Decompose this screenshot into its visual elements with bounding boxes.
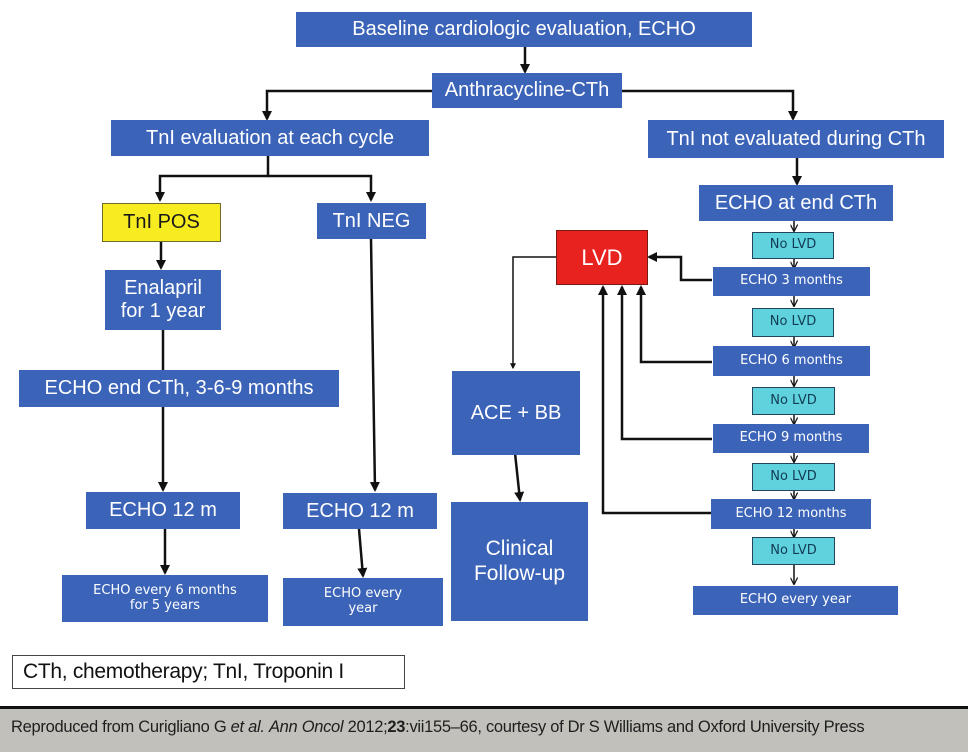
edge-anthracycline-tni-eval [262, 89, 432, 121]
node-echo-end-cth: ECHO at end CTh [699, 185, 893, 221]
connectors [155, 47, 802, 706]
edge-echo12-lvd [598, 285, 712, 515]
edge-tni-eval-split [155, 156, 270, 202]
node-no-lvd-3: No LVD [752, 387, 835, 415]
node-echo-every-year-neg: ECHO every year [283, 578, 443, 626]
legend-text: CTh, chemotherapy; TnI, Troponin I [23, 660, 344, 683]
node-no-lvd-4: No LVD [752, 463, 835, 491]
edge-neg-echo12 [369, 238, 380, 492]
citation-rest: :vii155–66, courtesy of Dr S Williams an… [405, 718, 865, 736]
node-baseline-evaluation: Baseline cardiologic evaluation, ECHO [296, 12, 752, 47]
node-echo-end-cth-369: ECHO end CTh, 3-6-9 months [19, 370, 339, 407]
abbreviation-legend: CTh, chemotherapy; TnI, Troponin I [12, 655, 405, 689]
citation-etal: et al. [230, 718, 265, 736]
node-tni-evaluation: TnI evaluation at each cycle [111, 120, 429, 156]
edge-ace-followup [513, 452, 525, 502]
citation-footer: Reproduced from Curigliano G et al. Ann … [0, 706, 968, 752]
edge-echo6-lvd [636, 285, 712, 364]
node-echo-6-months: ECHO 6 months [713, 346, 870, 376]
node-tni-pos: TnI POS [102, 203, 221, 242]
edge-echo12neg-year [357, 528, 368, 578]
node-echo-12m-neg: ECHO 12 m [283, 493, 437, 529]
citation-year: 2012; [343, 718, 388, 736]
node-clinical-followup: Clinical Follow-up [451, 502, 588, 621]
edge-echo3-lvd [647, 252, 712, 282]
node-lvd: LVD [556, 230, 648, 285]
node-anthracycline-cth: Anthracycline-CTh [432, 73, 622, 108]
node-echo-9-months: ECHO 9 months [713, 424, 869, 453]
node-no-lvd-5: No LVD [752, 537, 835, 565]
node-enalapril: Enalapril for 1 year [105, 270, 221, 330]
edge-lvd-ace [510, 256, 556, 370]
node-echo-12-months: ECHO 12 months [711, 499, 871, 529]
edge-anthracycline-tni-not-eval [622, 89, 798, 121]
node-echo-every-year: ECHO every year [693, 586, 898, 615]
node-tni-not-evaluated: TnI not evaluated during CTh [648, 120, 944, 158]
node-tni-neg: TnI NEG [317, 203, 426, 239]
citation-volume: 23 [387, 718, 406, 736]
edge-echo9-lvd [617, 285, 712, 441]
node-ace-bb: ACE + BB [452, 371, 580, 455]
node-echo-6mo-5yr: ECHO every 6 months for 5 years [62, 575, 268, 622]
node-no-lvd-1: No LVD [752, 232, 834, 259]
citation-prefix: Reproduced from Curigliano G [11, 718, 231, 736]
flowchart: Baseline cardiologic evaluation, ECHO An… [12, 12, 944, 706]
node-echo-3-months: ECHO 3 months [713, 267, 870, 296]
node-echo-12m-pos: ECHO 12 m [86, 492, 240, 529]
node-no-lvd-2: No LVD [752, 308, 834, 337]
citation-journal: Ann Oncol [268, 718, 344, 736]
edge-tni-eval-neg [268, 174, 376, 202]
